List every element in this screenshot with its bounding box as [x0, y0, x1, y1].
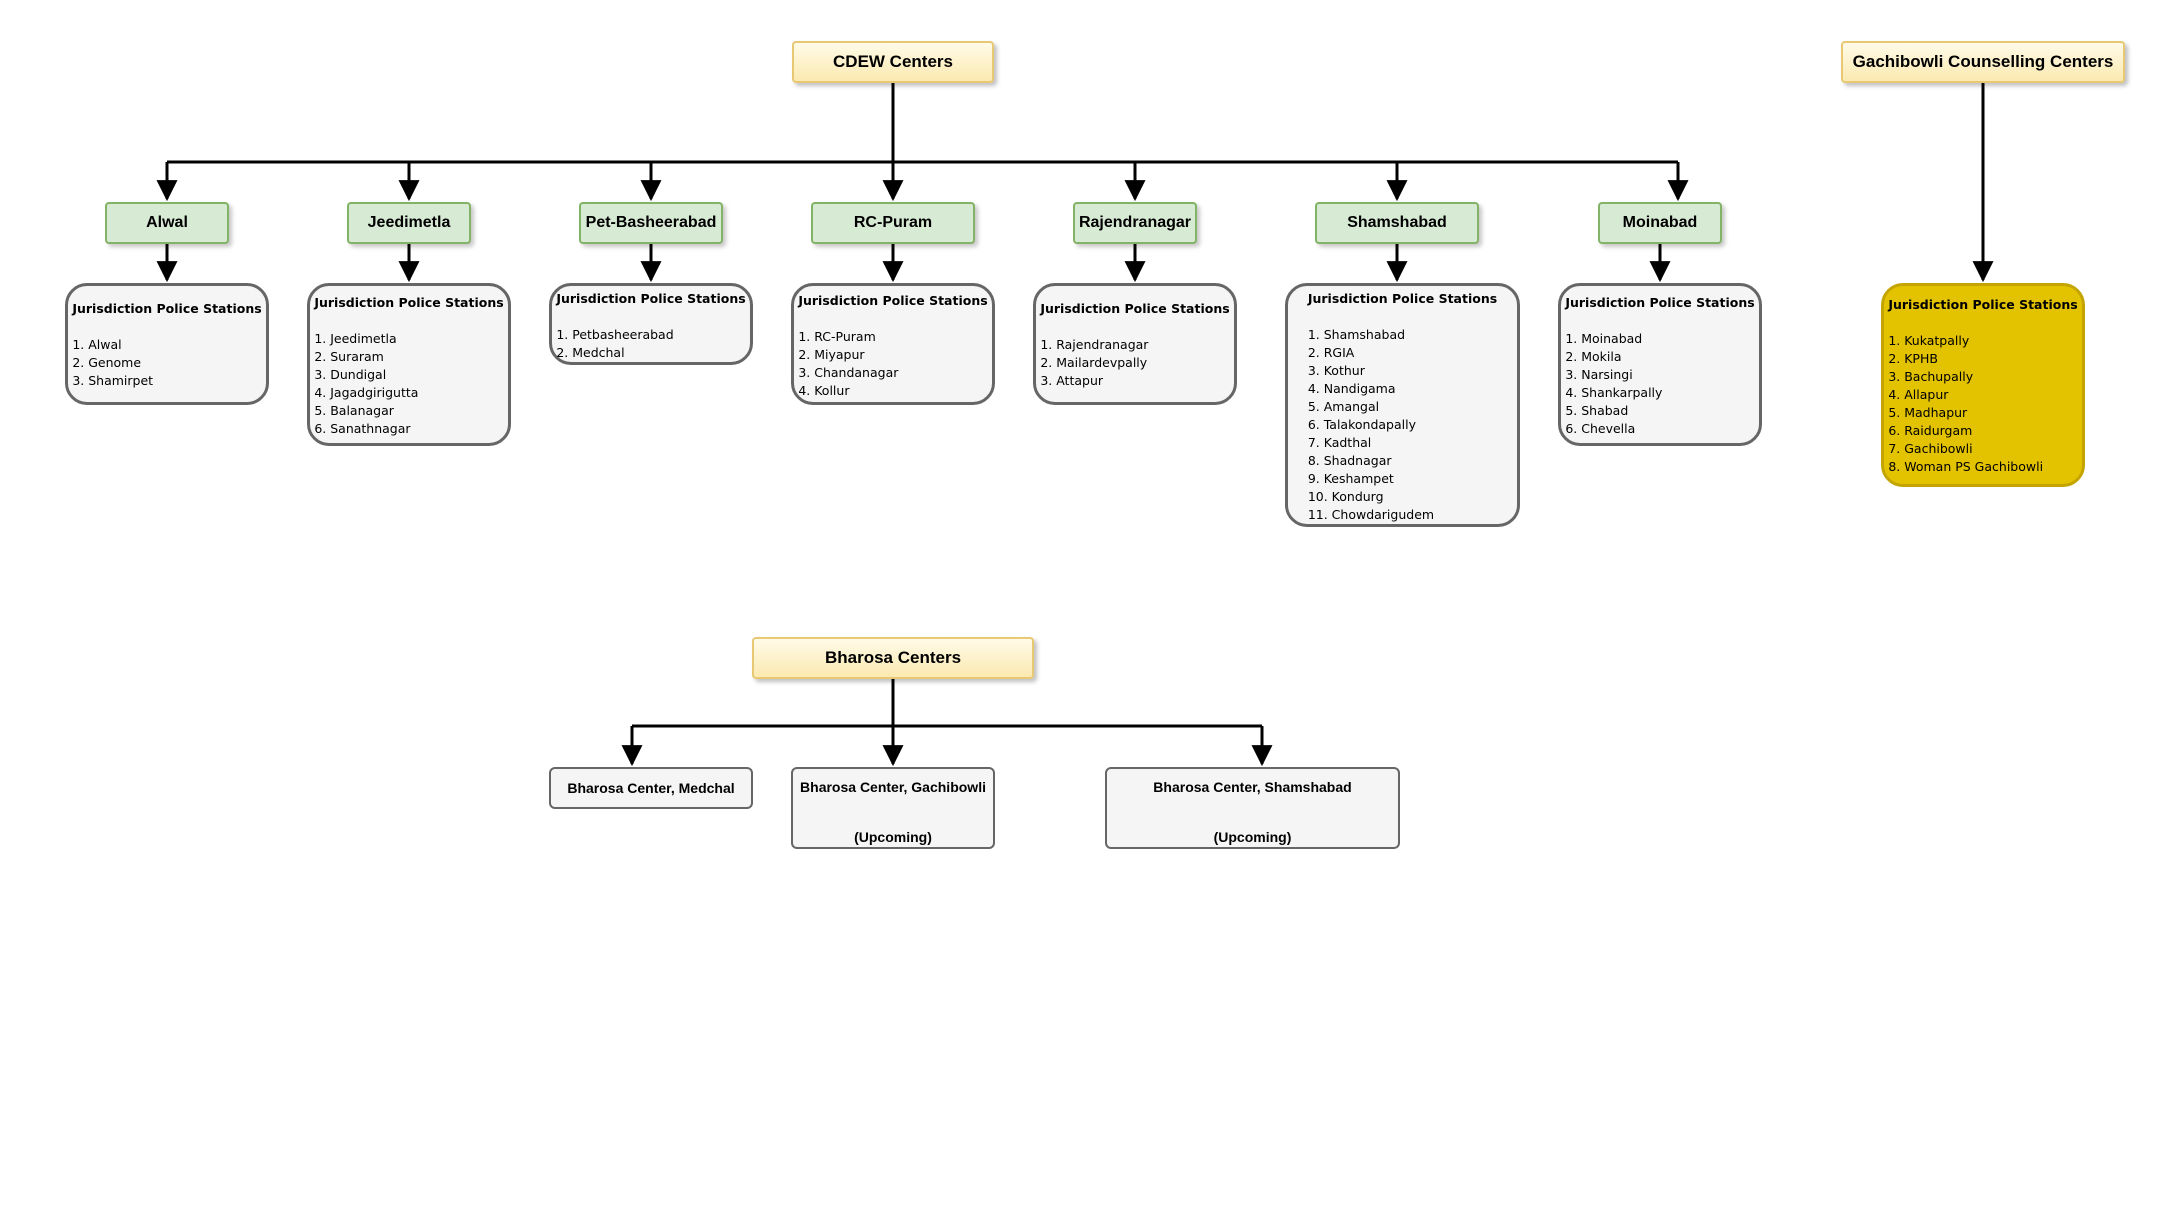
- bharosa-centers-title: Bharosa Centers: [824, 648, 962, 667]
- station-item: 3. Narsingi: [1565, 367, 1633, 382]
- upcoming-note: (Upcoming): [1213, 829, 1292, 845]
- list-title: Jurisdiction Police Stations: [798, 293, 988, 308]
- station-item: 11. Chowdarigudem: [1307, 507, 1435, 522]
- list-title: Jurisdiction Police Stations: [556, 291, 746, 306]
- station-item: 6. Chevella: [1565, 421, 1636, 436]
- station-item: 1. Rajendranagar: [1040, 337, 1149, 352]
- station-item: 7. Kadthal: [1307, 435, 1372, 450]
- station-item: 9. Keshampet: [1307, 471, 1394, 486]
- branch-rc-puram: RC-Puram: [811, 202, 975, 244]
- branch-label: Alwal: [146, 214, 188, 231]
- station-item: 1. Kukatpally: [1888, 333, 1970, 348]
- list-title: Jurisdiction Police Stations: [72, 301, 262, 316]
- station-item: 3. Chandanagar: [798, 365, 899, 380]
- rajendranagar-police-stations: Jurisdiction Police Stations 1. Rajendra…: [1033, 283, 1237, 405]
- station-item: 1. Jeedimetla: [314, 331, 397, 346]
- station-item: 2. Medchal: [556, 345, 625, 360]
- gachibowli-counselling-node: Gachibowli Counselling Centers: [1841, 41, 2125, 83]
- branch-label: Rajendranagar: [1078, 214, 1192, 231]
- station-item: 6. Talakondapally: [1307, 417, 1416, 432]
- branch-shamshabad: Shamshabad: [1315, 202, 1479, 244]
- station-item: 4. Shankarpally: [1565, 385, 1663, 400]
- station-item: 8. Shadnagar: [1307, 453, 1392, 468]
- gachibowli-counselling-title: Gachibowli Counselling Centers: [1852, 52, 2114, 71]
- station-item: 10. Kondurg: [1307, 489, 1384, 504]
- station-item: 4. Kollur: [798, 383, 850, 398]
- cdew-centers-title: CDEW Centers: [833, 52, 953, 71]
- station-item: 6. Sanathnagar: [314, 421, 411, 436]
- branch-alwal: Alwal: [105, 202, 229, 244]
- station-item: 4. Jagadgirigutta: [314, 385, 419, 400]
- station-item: 2. KPHB: [1888, 351, 1938, 366]
- list-title: Jurisdiction Police Stations: [1565, 295, 1755, 310]
- station-item: 2. Mokila: [1565, 349, 1622, 364]
- station-item: 7. Gachibowli: [1888, 441, 1973, 456]
- jeedimetla-police-stations: Jurisdiction Police Stations 1. Jeedimet…: [307, 283, 511, 446]
- station-item: 2. RGIA: [1307, 345, 1355, 360]
- station-item: 1. Shamshabad: [1307, 327, 1406, 342]
- branch-rajendranagar: Rajendranagar: [1073, 202, 1197, 244]
- bharosa-center-name: Bharosa Center, Medchal: [567, 779, 735, 796]
- station-item: 1. RC-Puram: [798, 329, 876, 344]
- station-item: 8. Woman PS Gachibowli: [1888, 459, 2044, 474]
- station-item: 5. Balanagar: [314, 403, 394, 418]
- station-item: 2. Miyapur: [798, 347, 865, 362]
- list-title: Jurisdiction Police Stations: [1040, 301, 1230, 316]
- bharosa-center-shamshabad: Bharosa Center, Shamshabad (Upcoming): [1105, 767, 1400, 849]
- station-item: 3. Attapur: [1040, 373, 1104, 388]
- branch-moinabad: Moinabad: [1598, 202, 1722, 244]
- station-item: 5. Madhapur: [1888, 405, 1968, 420]
- list-title: Jurisdiction Police Stations: [1888, 297, 2078, 312]
- shamshabad-police-stations: Jurisdiction Police Stations 1. Shamshab…: [1285, 283, 1520, 527]
- list-title: Jurisdiction Police Stations: [314, 295, 504, 310]
- bharosa-center-gachibowli: Bharosa Center, Gachibowli (Upcoming): [791, 767, 995, 849]
- bharosa-centers-node: Bharosa Centers: [752, 637, 1034, 679]
- station-item: 5. Amangal: [1307, 399, 1380, 414]
- branch-label: Pet-Basheerabad: [585, 214, 717, 231]
- station-item: 4. Nandigama: [1307, 381, 1396, 396]
- branch-pet-basheerabad: Pet-Basheerabad: [579, 202, 723, 244]
- bharosa-center-medchal: Bharosa Center, Medchal: [549, 767, 753, 809]
- station-item: 3. Kothur: [1307, 363, 1365, 378]
- station-item: 3. Bachupally: [1888, 369, 1974, 384]
- pet-basheerabad-police-stations: Jurisdiction Police Stations 1. Petbashe…: [549, 283, 753, 365]
- branch-label: RC-Puram: [853, 214, 933, 231]
- station-item: 5. Shabad: [1565, 403, 1629, 418]
- station-item: 1. Petbasheerabad: [556, 327, 674, 342]
- station-item: 1. Moinabad: [1565, 331, 1643, 346]
- moinabad-police-stations: Jurisdiction Police Stations 1. Moinabad…: [1558, 283, 1762, 446]
- branch-label: Jeedimetla: [367, 214, 451, 231]
- station-item: 1. Alwal: [72, 337, 122, 352]
- station-item: 2. Genome: [72, 355, 142, 370]
- cdew-centers-node: CDEW Centers: [792, 41, 994, 83]
- list-title: Jurisdiction Police Stations: [1307, 291, 1498, 306]
- branch-label: Shamshabad: [1347, 214, 1447, 231]
- bharosa-center-name: Bharosa Center, Shamshabad: [1153, 779, 1352, 795]
- gachibowli-police-stations: Jurisdiction Police Stations 1. Kukatpal…: [1881, 283, 2085, 487]
- station-item: 4. Allapur: [1888, 387, 1949, 402]
- alwal-police-stations: Jurisdiction Police Stations 1. Alwal 2.…: [65, 283, 269, 405]
- branch-label: Moinabad: [1622, 214, 1698, 231]
- branch-jeedimetla: Jeedimetla: [347, 202, 471, 244]
- station-item: 3. Shamirpet: [72, 373, 154, 388]
- station-item: 2. Suraram: [314, 349, 384, 364]
- rc-puram-police-stations: Jurisdiction Police Stations 1. RC-Puram…: [791, 283, 995, 405]
- station-item: 3. Dundigal: [314, 367, 387, 382]
- station-item: 2. Mailardevpally: [1040, 355, 1148, 370]
- upcoming-note: (Upcoming): [854, 829, 932, 845]
- bharosa-center-name: Bharosa Center, Gachibowli: [800, 779, 986, 795]
- station-item: 6. Raidurgam: [1888, 423, 1973, 438]
